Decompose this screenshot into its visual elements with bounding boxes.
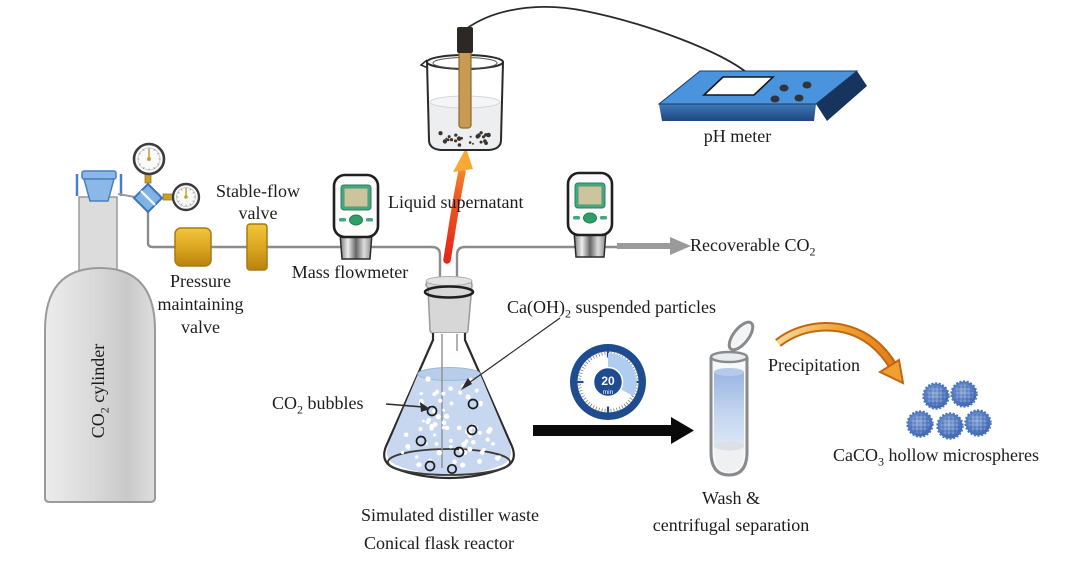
precipitation-arrow (775, 322, 905, 385)
caoh2-pointer-line (461, 317, 561, 390)
label-caco3-hollow-microspheres: CaCO3 hollow microspheres (833, 445, 1039, 469)
label-simulated-distiller-waste: Simulated distiller waste (361, 505, 539, 525)
beaker-spout (419, 59, 429, 69)
conical-flask-reactor (383, 276, 515, 480)
sampling-beaker (419, 27, 504, 151)
timer-value: 20 (601, 374, 615, 388)
ph-meter-cable (465, 6, 753, 78)
label-pressure-maintaining-valve: Pressure maintaining valve (157, 271, 244, 337)
tube-liquid (714, 372, 744, 446)
precipitate-particles (438, 131, 491, 147)
pressure-maintaining-valve (174, 227, 212, 267)
label-caoh2-suspended-particles: Ca(OH)2 suspended particles (507, 297, 716, 321)
tube-sediment (714, 446, 744, 472)
gas-pipes (146, 212, 622, 282)
ph-electrode-cap (457, 27, 473, 53)
ph-meter-device (657, 70, 867, 121)
mass-flowmeter-1 (332, 173, 380, 260)
process-arrow (533, 417, 694, 444)
ph-electrode (458, 47, 472, 129)
label-ph-meter: pH meter (703, 126, 772, 146)
ph-meter-screen (701, 76, 776, 96)
tube-cap (727, 320, 755, 352)
label-stable-flow-valve: Stable-flow valve (216, 181, 300, 223)
liquid-supernatant-arrow (443, 148, 473, 264)
label-wash-centrifugal-separation: Wash & centrifugal separation (652, 488, 810, 535)
timer-unit: min (603, 389, 614, 396)
co2-bubbles-pointer-line (385, 402, 430, 412)
label-mass-flowmeter: Mass flowmeter (291, 262, 409, 282)
pressure-gauge-high (132, 142, 166, 176)
label-precipitation: Precipitation (768, 355, 860, 375)
label-co2-bubbles: CO2 bubbles (272, 393, 364, 417)
label-conical-flask-reactor: Conical flask reactor (364, 533, 514, 553)
stable-flow-valve (246, 223, 268, 271)
ph-meter-buttons (770, 81, 812, 103)
pressure-gauge-low (171, 182, 201, 212)
pressure-regulator (132, 172, 174, 214)
label-co2-cylinder: CO2 cylinder (88, 343, 112, 439)
mass-flowmeter-2 (566, 171, 614, 258)
centrifuge-tube (709, 320, 755, 477)
caco3-microspheres (906, 380, 992, 440)
label-liquid-supernatant: Liquid supernatant (388, 192, 524, 212)
timer-20min: 20 min (570, 344, 646, 420)
cylinder-valve-handle (75, 170, 123, 202)
label-recoverable-co2: Recoverable CO2 (690, 235, 816, 259)
recoverable-co2-arrow (617, 237, 691, 255)
flask-liquid (387, 374, 511, 475)
co2-cylinder (44, 170, 156, 503)
co2-bubble-dots (415, 398, 479, 475)
